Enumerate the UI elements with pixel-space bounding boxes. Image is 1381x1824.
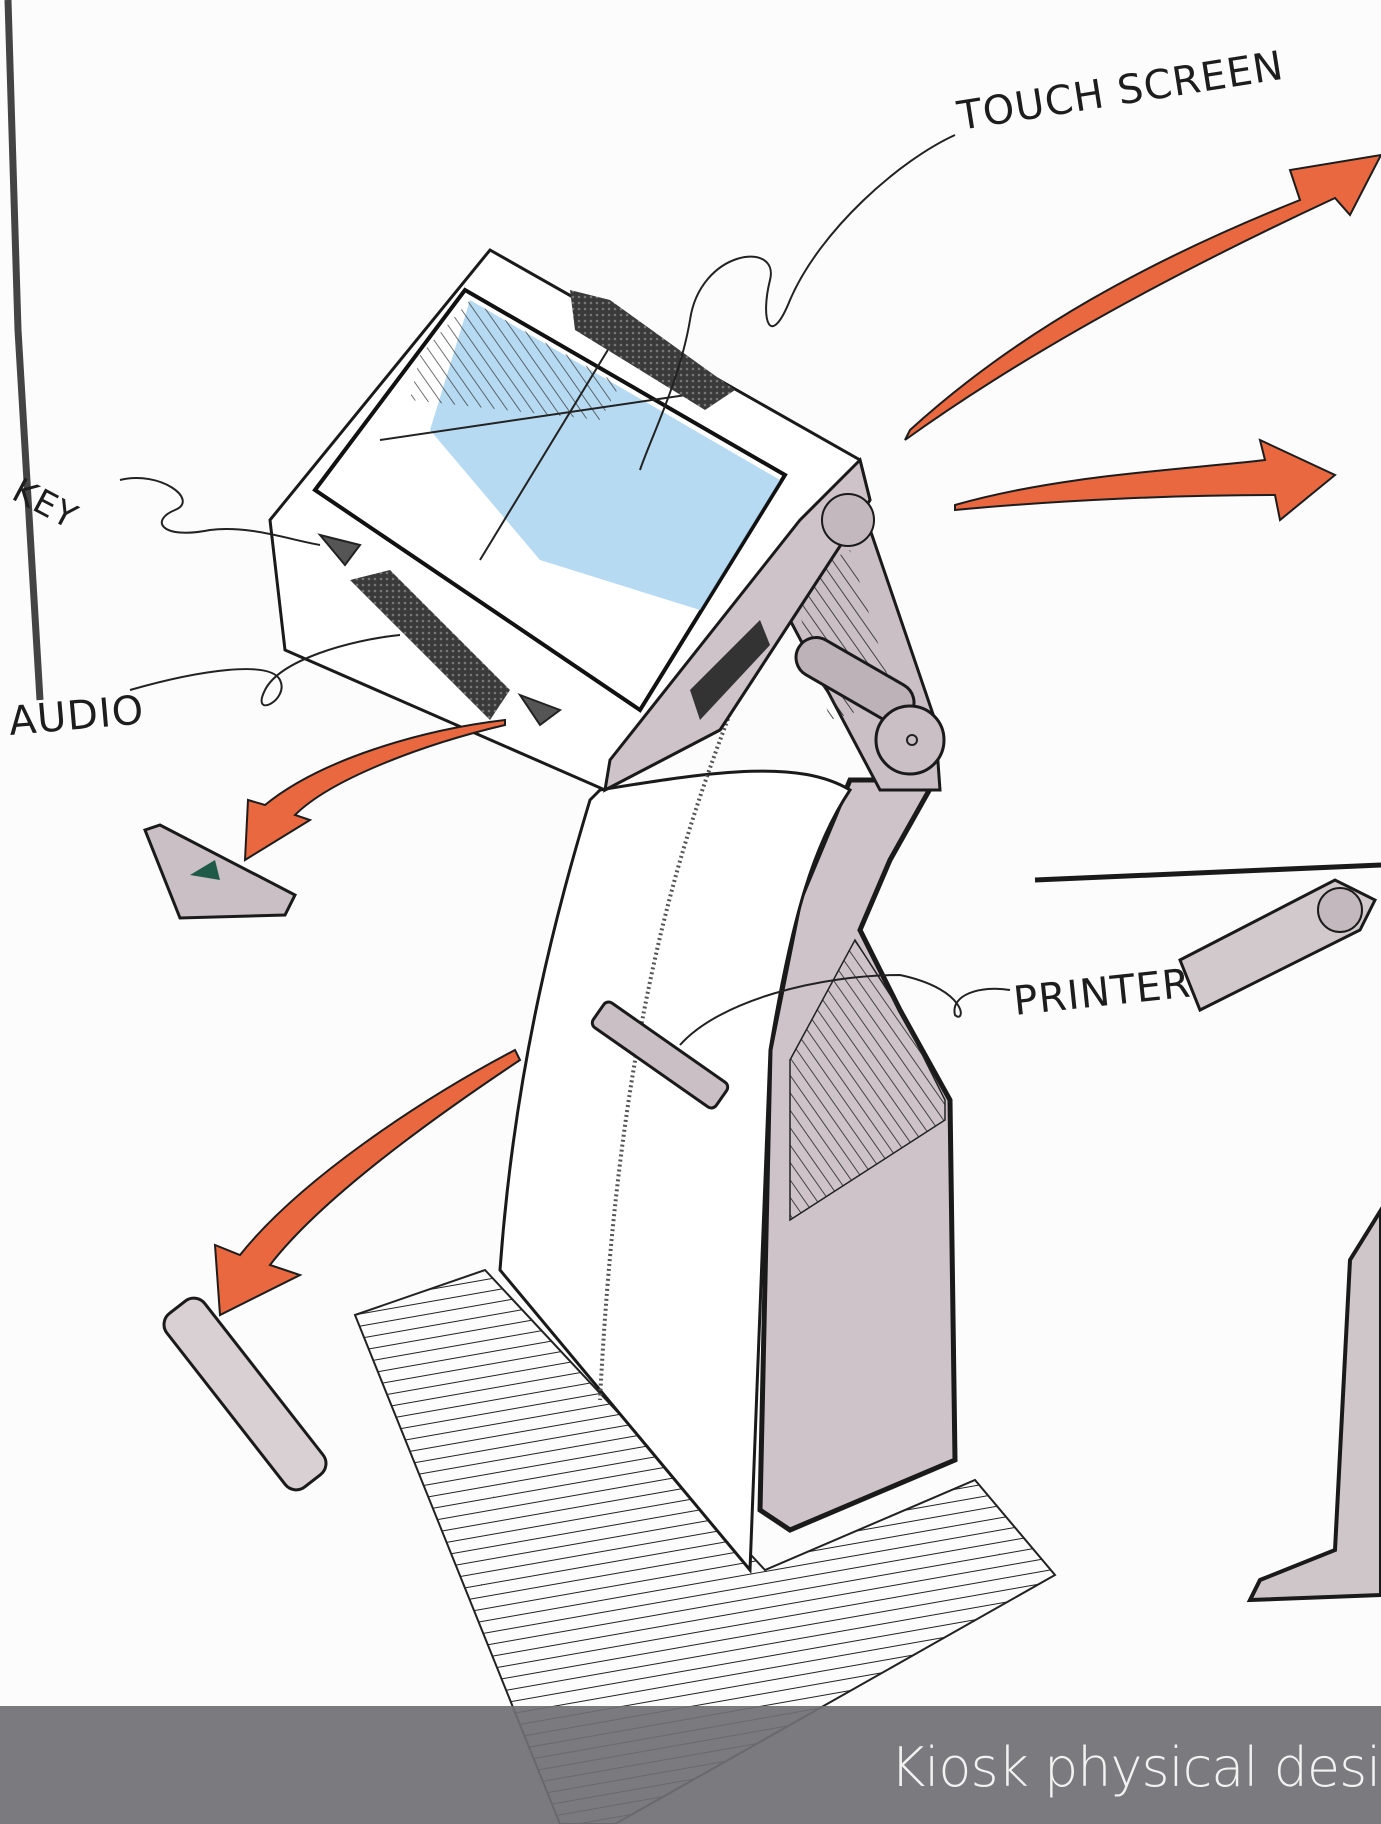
arrow-right [955, 440, 1335, 520]
caption-text: Kiosk physical desig [890, 1736, 1381, 1799]
lower-hinge [876, 706, 944, 774]
second-kiosk-shelf [1035, 865, 1381, 880]
sheet-edge-line [8, 0, 40, 700]
label-key: KEY [6, 471, 84, 538]
second-kiosk-hinge [1318, 888, 1362, 932]
label-audio: AUDIO [7, 687, 146, 745]
label-touch-screen: TOUCH SCREEN [953, 43, 1287, 140]
upper-hinge [822, 494, 874, 546]
arrow-upper-right [905, 155, 1381, 440]
detached-printer-part [158, 1293, 331, 1496]
label-printer: PRINTER [1011, 961, 1193, 1025]
caption-bar: Kiosk physical desig [0, 1706, 1381, 1824]
arrow-to-key-part [245, 720, 505, 860]
second-kiosk-partial [1250, 1210, 1381, 1600]
